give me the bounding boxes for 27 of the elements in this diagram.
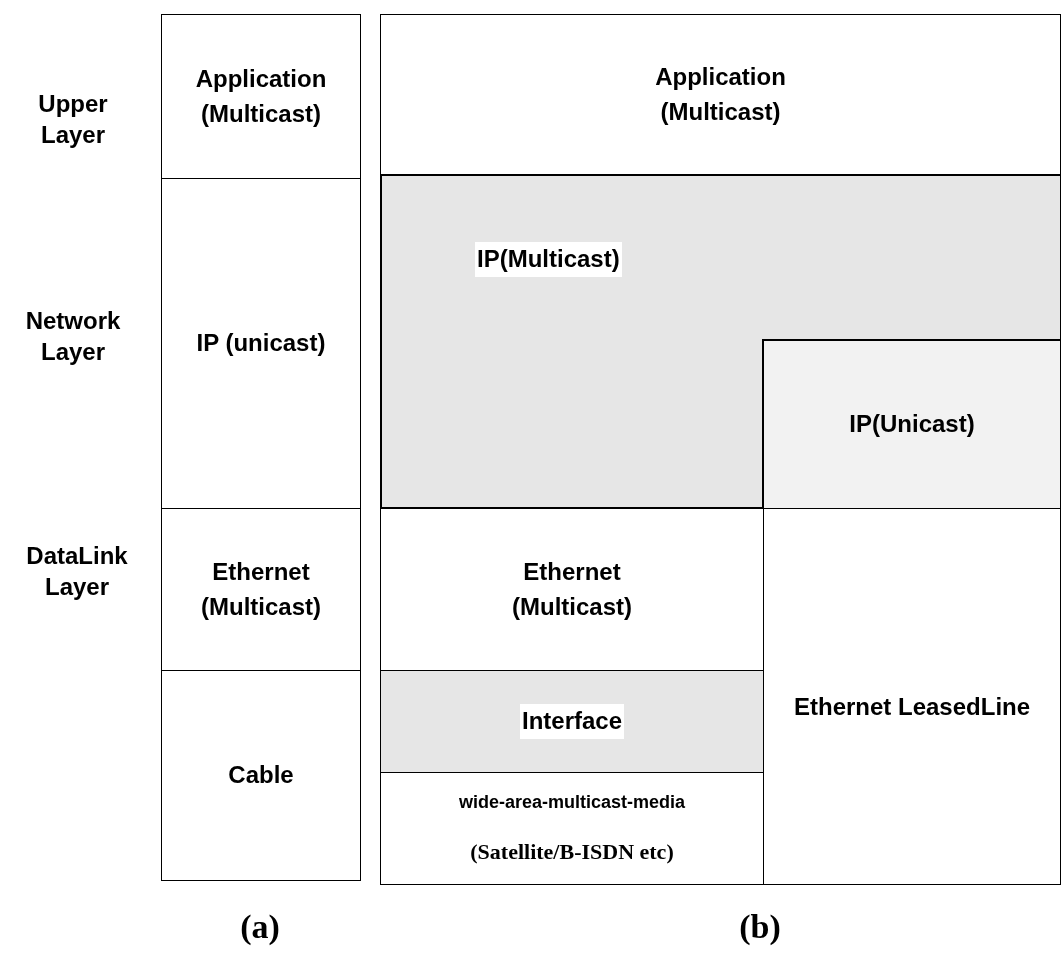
- layer-box: [763, 340, 1061, 509]
- layer-name: Network Layer: [24, 306, 122, 368]
- layer-label: Application (Multicast): [654, 61, 787, 127]
- layer-box: [161, 670, 361, 881]
- layer-label: (Satellite/B-ISDN etc): [470, 837, 674, 866]
- layer-label: Interface: [519, 704, 624, 739]
- layer-label: IP(Multicast): [475, 242, 622, 277]
- panel-caption: (b): [738, 907, 782, 947]
- layer-box: [380, 670, 764, 773]
- layer-label: wide-area-multicast-media: [458, 791, 686, 815]
- l-shaped-layer-region: [380, 174, 1061, 509]
- layer-box: [763, 508, 1061, 885]
- layer-label: Ethernet (Multicast): [511, 556, 633, 622]
- layer-box: [161, 508, 361, 671]
- layer-label: IP(Unicast): [849, 409, 975, 440]
- layer-box: [161, 178, 361, 509]
- panel-caption: (a): [239, 907, 281, 947]
- layer-label: Ethernet (Multicast): [200, 556, 322, 622]
- layer-name: Upper Layer: [37, 89, 109, 151]
- layer-name: DataLink Layer: [25, 541, 129, 603]
- layer-box: [380, 772, 764, 885]
- layer-label: IP (unicast): [196, 328, 326, 359]
- layer-label: Ethernet LeasedLine: [794, 691, 1031, 722]
- layer-label: Cable: [228, 760, 294, 791]
- layer-label: Application (Multicast): [194, 63, 328, 129]
- layer-box: [161, 14, 361, 179]
- layer-box: [380, 14, 1061, 175]
